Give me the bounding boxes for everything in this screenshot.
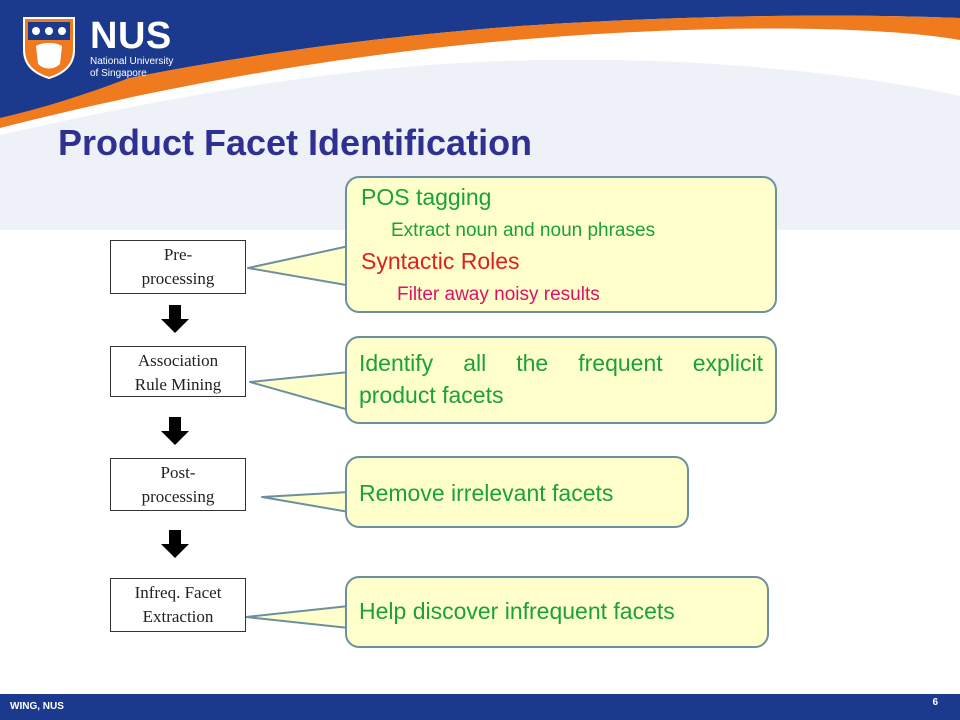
footer-bar: WING, NUS 6: [0, 694, 960, 720]
callout-association: Identify all the frequent explicit produ…: [345, 336, 777, 424]
step-preprocessing: Pre-processing: [110, 240, 246, 294]
down-arrow-icon: [161, 417, 189, 445]
callout-heading-syntactic: Syntactic Roles: [361, 248, 520, 274]
crest-icon: [23, 17, 75, 80]
callout-heading-pos: POS tagging: [361, 184, 492, 210]
down-arrow-icon: [161, 530, 189, 558]
callout-infrequent: Help discover infrequent facets: [345, 576, 769, 648]
down-arrow-icon: [161, 305, 189, 333]
callout-preprocessing: POS tagging Extract noun and noun phrase…: [345, 176, 777, 313]
callout-sub-syntactic: Filter away noisy results: [397, 284, 600, 305]
logo-subtitle: National University of Singapore: [90, 56, 174, 79]
page-number: 6: [932, 697, 938, 708]
nus-logo: NUS National University of Singapore: [18, 14, 178, 94]
step-postprocessing: Post-processing: [110, 458, 246, 511]
callout-sub-pos: Extract noun and noun phrases: [391, 220, 656, 241]
callout-line-1: Identify all the frequent explicit: [359, 350, 763, 376]
slide-title: Product Facet Identification: [58, 122, 533, 163]
footer-label: WING, NUS: [10, 701, 64, 712]
callout-text: Remove irrelevant facets: [359, 480, 614, 506]
callout-postprocessing: Remove irrelevant facets: [345, 456, 689, 528]
callout-text: Help discover infrequent facets: [359, 598, 675, 624]
callout-line-2: product facets: [359, 382, 504, 408]
logo-text: NUS: [90, 15, 172, 57]
